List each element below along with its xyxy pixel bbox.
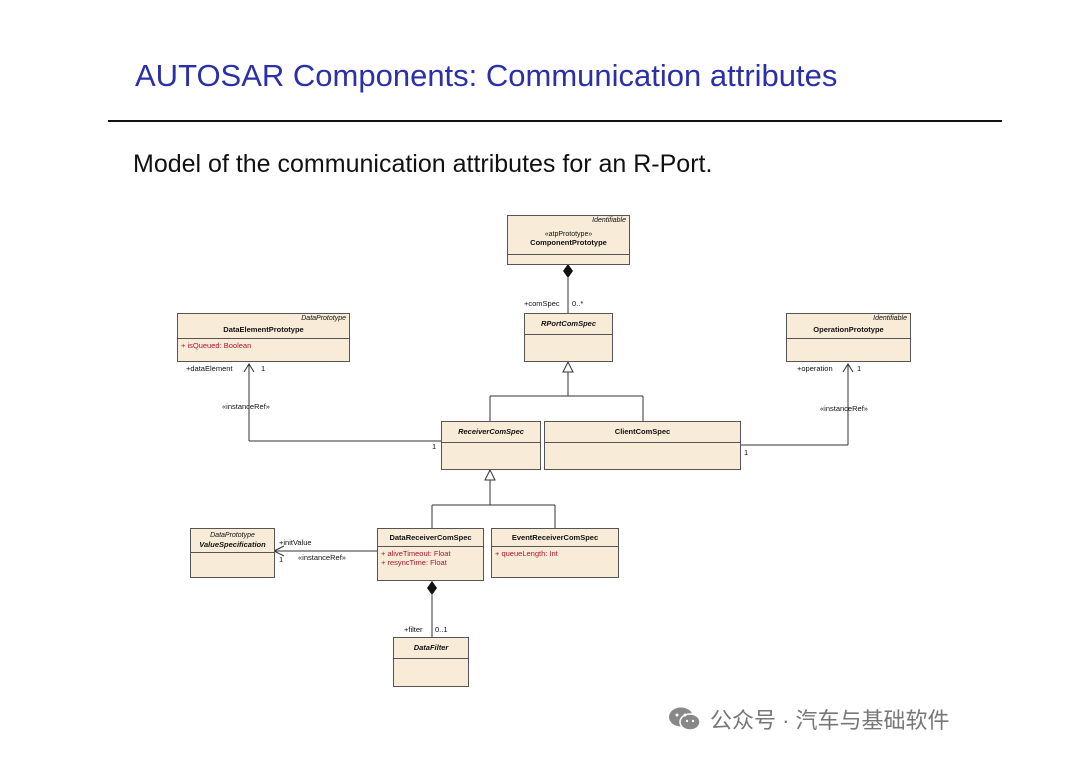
value-specification-class: DataPrototype ValueSpecification — [190, 528, 275, 578]
init-value-multiplicity: 1 — [279, 555, 284, 564]
client-com-spec-class: ClientComSpec — [544, 421, 741, 470]
operation-prototype-class: Identifiable OperationPrototype — [786, 313, 911, 362]
receiver-com-spec-class: ReceiverComSpec — [441, 421, 541, 470]
class-name: DataReceiverComSpec — [389, 533, 472, 542]
init-value-role-label: +initValue — [279, 538, 312, 547]
comspec-role-label: +comSpec — [524, 299, 560, 308]
class-name: DataElementPrototype — [223, 325, 304, 334]
generalization-arrow-receiver — [484, 468, 496, 481]
class-name: RPortComSpec — [540, 319, 596, 328]
slide-subtitle: Model of the communication attributes fo… — [133, 150, 713, 178]
title-divider — [108, 120, 1002, 122]
data-filter-class: DataFilter — [393, 637, 469, 687]
class-name: ComponentPrototype — [530, 238, 607, 247]
operation-role-label: +operation — [797, 364, 833, 373]
class-name: OperationPrototype — [813, 325, 884, 334]
generalization-arrow-rport — [562, 360, 574, 373]
class-name: ValueSpecification — [199, 540, 266, 549]
event-receiver-com-spec-class: EventReceiverComSpec + queueLength: Int — [491, 528, 619, 578]
class-stereotype: Identifiable — [592, 217, 626, 224]
data-element-multiplicity: 1 — [261, 364, 266, 373]
instance-ref-bottom-label: «instanceRef» — [298, 553, 346, 562]
wechat-icon — [669, 707, 701, 731]
class-stereotype: DataPrototype — [301, 315, 346, 322]
client-multiplicity: 1 — [744, 448, 749, 457]
data-receiver-com-spec-class: DataReceiverComSpec + aliveTimeout: Floa… — [377, 528, 484, 581]
class-name: ReceiverComSpec — [458, 427, 524, 436]
receiver-multiplicity: 1 — [432, 442, 437, 451]
slide-title: AUTOSAR Components: Communication attrib… — [135, 58, 838, 93]
class-attribute: + aliveTimeout: Float — [381, 549, 451, 558]
instance-ref-right-label: «instanceRef» — [820, 404, 868, 413]
class-stereotype: Identifiable — [873, 315, 907, 322]
watermark: 公众号 · 汽车与基础软件 — [668, 703, 950, 735]
instance-ref-left-label: «instanceRef» — [222, 402, 270, 411]
data-element-prototype-class: DataPrototype DataElementPrototype + isQ… — [177, 313, 350, 362]
rport-com-spec-class: RPortComSpec — [524, 313, 613, 362]
watermark-text: 公众号 · 汽车与基础软件 — [710, 708, 950, 733]
filter-role-label: +filter — [404, 625, 423, 634]
class-attribute: + isQueued: Boolean — [181, 341, 252, 350]
operation-multiplicity: 1 — [857, 364, 862, 373]
class-name: DataFilter — [413, 643, 449, 652]
composition-diamond-bottom — [427, 581, 437, 595]
class-attribute: + queueLength: Int — [495, 549, 558, 558]
filter-multiplicity: 0..1 — [435, 625, 448, 634]
composition-diamond-top — [563, 264, 573, 278]
comspec-multiplicity: 0..* — [572, 299, 584, 308]
class-attribute: + resyncTime: Float — [381, 558, 447, 567]
data-element-role-label: +dataElement — [186, 364, 233, 373]
class-keyword: «atpPrototype» — [544, 231, 593, 238]
component-prototype-class: Identifiable «atpPrototype» ComponentPro… — [507, 215, 630, 265]
class-name: ClientComSpec — [614, 427, 671, 436]
class-name: EventReceiverComSpec — [511, 533, 599, 542]
class-stereotype: DataPrototype — [210, 532, 255, 539]
